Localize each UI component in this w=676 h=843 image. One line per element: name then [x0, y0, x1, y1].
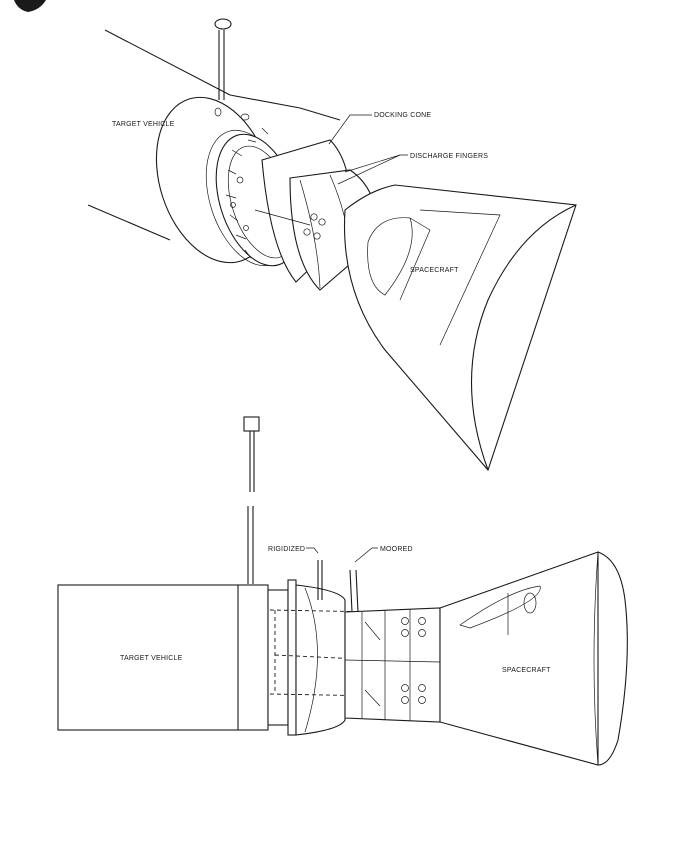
label-rigidized: RIGIDIZED [268, 546, 305, 553]
label-spacecraft-top: SPACECRAFT [410, 267, 459, 274]
label-target-vehicle-top: TARGET VEHICLE [112, 121, 175, 128]
antenna-knob-bottom [243, 416, 260, 432]
corner-mark [14, 0, 46, 12]
label-docking-cone: DOCKING CONE [374, 112, 431, 119]
label-moored: MOORED [380, 546, 413, 553]
antenna-knob-top [214, 18, 232, 30]
target-vehicle-body [57, 584, 269, 731]
spacecraft-adapter [289, 169, 379, 291]
adapter-bottom [344, 607, 441, 723]
top-view [87, 18, 577, 472]
spacecraft-body-bottom [439, 551, 599, 766]
docking-cone-bottom [295, 584, 346, 736]
label-discharge-fingers: DISCHARGE FINGERS [410, 153, 488, 160]
label-target-vehicle-bottom: TARGET VEHICLE [120, 655, 183, 662]
bottom-view [57, 416, 628, 766]
spacecraft-body [343, 184, 577, 472]
label-spacecraft-bottom: SPACECRAFT [502, 667, 551, 674]
